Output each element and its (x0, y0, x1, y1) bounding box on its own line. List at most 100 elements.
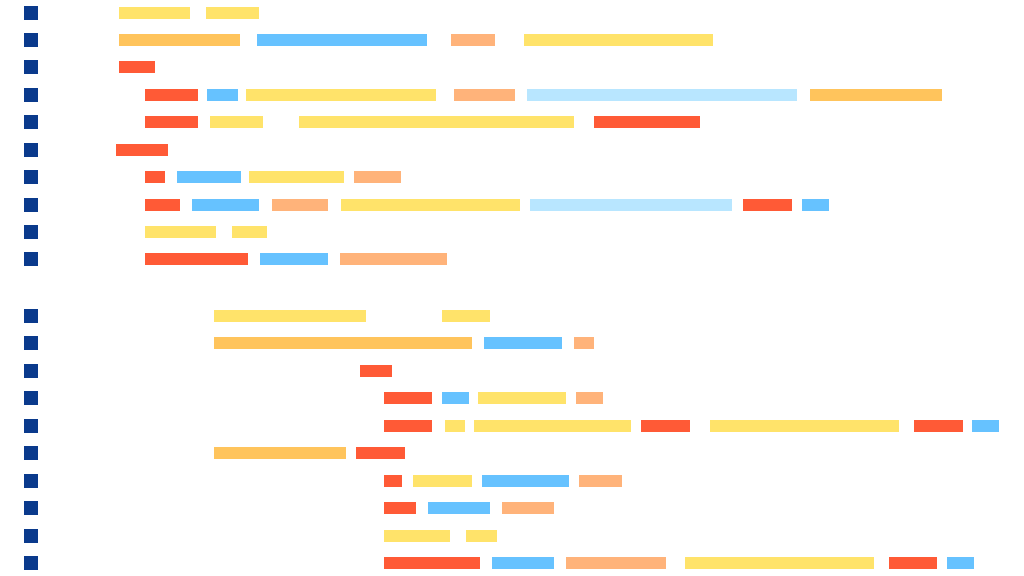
timeline-row (0, 474, 1024, 488)
row-marker-square (24, 88, 38, 102)
row-marker-square (24, 198, 38, 212)
row-marker-square (24, 170, 38, 184)
timeline-segment (451, 34, 495, 46)
timeline-segment (341, 199, 520, 211)
timeline-segment (246, 89, 436, 101)
timeline-segment (384, 557, 480, 569)
timeline-segment (474, 420, 631, 432)
timeline-row (0, 501, 1024, 515)
timeline-segment (214, 337, 472, 349)
row-marker-square (24, 309, 38, 323)
row-marker-square (24, 6, 38, 20)
row-marker-square (24, 446, 38, 460)
timeline-row (0, 33, 1024, 47)
timeline-segment (360, 365, 392, 377)
timeline-row (0, 446, 1024, 460)
timeline-segment (145, 89, 198, 101)
timeline-row (0, 309, 1024, 323)
timeline-segment (119, 61, 155, 73)
timeline-segment (810, 89, 942, 101)
timeline-segment (972, 420, 999, 432)
timeline-segment (492, 557, 554, 569)
timeline-segment (206, 7, 259, 19)
timeline-segment (177, 171, 241, 183)
row-marker-square (24, 501, 38, 515)
row-marker-square (24, 419, 38, 433)
timeline-segment (214, 310, 366, 322)
row-marker-square (24, 364, 38, 378)
timeline-segment (502, 502, 554, 514)
timeline-row (0, 391, 1024, 405)
timeline-segment (484, 337, 562, 349)
timeline-row (0, 252, 1024, 266)
timeline-row (0, 364, 1024, 378)
timeline-segment (214, 447, 346, 459)
timeline-row (0, 170, 1024, 184)
timeline-segment (384, 392, 432, 404)
timeline-segment (340, 253, 447, 265)
timeline-segment (384, 475, 402, 487)
timeline-row (0, 336, 1024, 350)
timeline-segment (356, 447, 405, 459)
timeline-segment (574, 337, 594, 349)
timeline-segment (257, 34, 427, 46)
timeline-segment (119, 34, 240, 46)
timeline-segment (566, 557, 666, 569)
timeline-segment (482, 475, 569, 487)
timeline-segment (207, 89, 238, 101)
timeline-segment (145, 226, 216, 238)
timeline-segment (685, 557, 874, 569)
timeline-segment (232, 226, 267, 238)
timeline-segment (466, 530, 497, 542)
row-marker-square (24, 60, 38, 74)
row-marker-square (24, 336, 38, 350)
timeline-segment (384, 530, 450, 542)
timeline-segment (413, 475, 472, 487)
timeline-segment (579, 475, 622, 487)
timeline-row (0, 198, 1024, 212)
row-marker-square (24, 225, 38, 239)
timeline-segment (445, 420, 465, 432)
timeline-segment (594, 116, 700, 128)
timeline-segment (802, 199, 829, 211)
timeline-segment (442, 392, 469, 404)
timeline-row (0, 419, 1024, 433)
timeline-segment (299, 116, 574, 128)
timeline-segment (145, 253, 248, 265)
timeline-segment (530, 199, 732, 211)
row-marker-square (24, 252, 38, 266)
row-marker-square (24, 115, 38, 129)
timeline-segment (428, 502, 490, 514)
timeline-segment (454, 89, 515, 101)
timeline-segment (384, 502, 416, 514)
timeline-segment (478, 392, 566, 404)
row-marker-square (24, 33, 38, 47)
row-marker-square (24, 556, 38, 570)
timeline-segment (210, 116, 263, 128)
timeline-segment (145, 199, 180, 211)
timeline-row (0, 143, 1024, 157)
timeline-segment (145, 116, 198, 128)
timeline-segment (947, 557, 974, 569)
timeline-row (0, 529, 1024, 543)
timeline-segment (743, 199, 792, 211)
timeline-segment (116, 144, 168, 156)
timeline-segment (119, 7, 190, 19)
timeline-row (0, 6, 1024, 20)
timeline-row (0, 88, 1024, 102)
timeline-segment (527, 89, 797, 101)
timeline-row (0, 225, 1024, 239)
timeline-segment (354, 171, 401, 183)
timeline-segment (710, 420, 899, 432)
timeline-row (0, 60, 1024, 74)
row-marker-square (24, 143, 38, 157)
timeline-segment (384, 420, 432, 432)
row-marker-square (24, 529, 38, 543)
row-marker-square (24, 391, 38, 405)
timeline-row (0, 556, 1024, 570)
timeline-segment (889, 557, 937, 569)
timeline-row (0, 115, 1024, 129)
timeline-segment (145, 171, 165, 183)
timeline-segment (249, 171, 344, 183)
